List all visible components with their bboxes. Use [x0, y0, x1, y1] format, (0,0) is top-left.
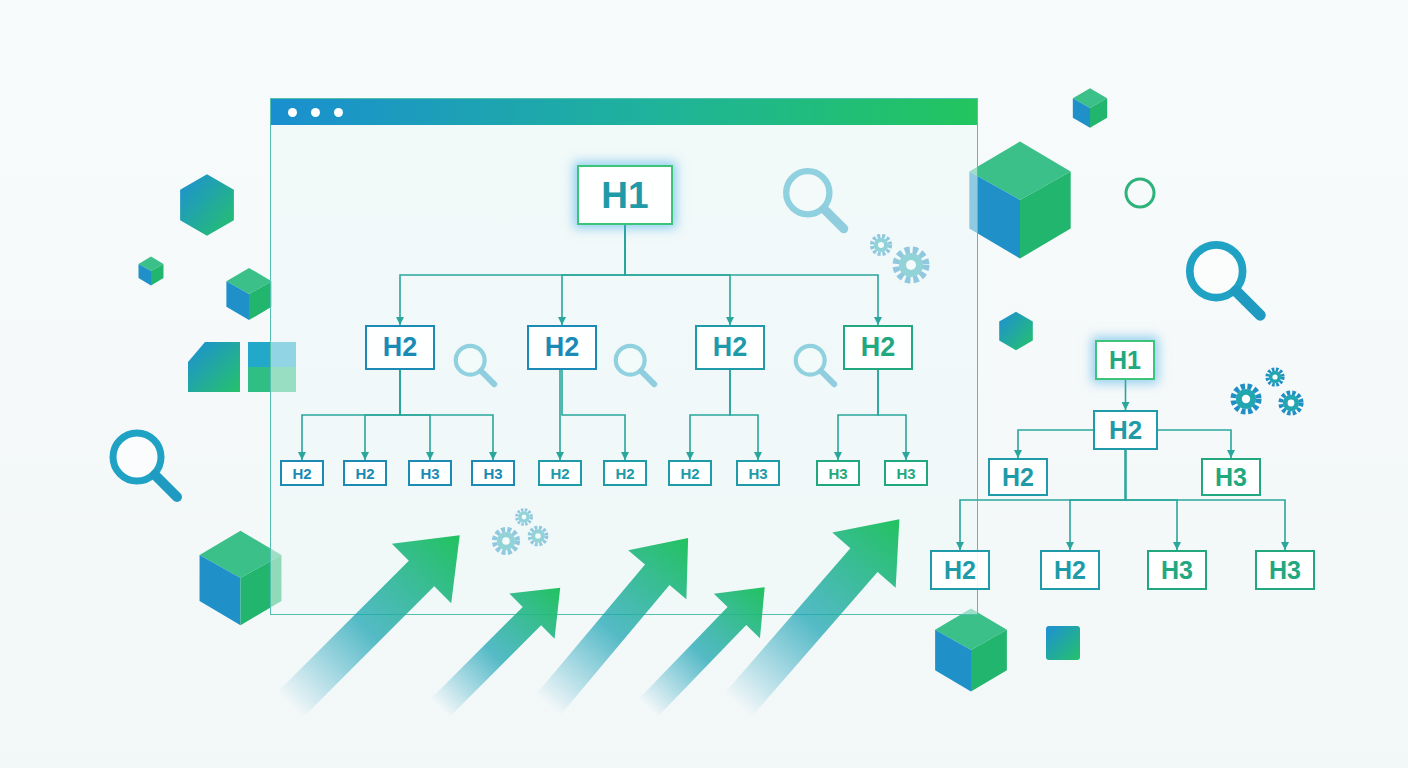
tree-connector [1018, 430, 1093, 458]
heading-label: H1 [601, 177, 648, 214]
growth-arrow [706, 492, 931, 733]
heading-label: H2 [292, 466, 311, 481]
tree-connector [1125, 380, 1127, 410]
heading-label: H3 [420, 466, 439, 481]
tree-connector [302, 370, 400, 460]
heading-label: H3 [1215, 465, 1247, 490]
ring-shape [1126, 179, 1154, 207]
heading-label: H3 [1161, 558, 1193, 583]
browser-title-bar [271, 99, 977, 125]
tree-connector [838, 370, 878, 460]
heading-label: H2 [1054, 558, 1086, 583]
heading-label: H3 [896, 466, 915, 481]
gear-icon [1281, 393, 1301, 413]
tree-connector [559, 370, 561, 460]
tree-connector [365, 370, 400, 460]
tree-connector [730, 370, 758, 460]
heading-box: H3 [471, 460, 515, 486]
heading-box: H2 [695, 325, 765, 370]
hexagon-shape [999, 312, 1033, 350]
heading-label: H2 [355, 466, 374, 481]
heading-box: H2 [1040, 550, 1100, 590]
heading-box: H2 [280, 460, 324, 486]
square-shape [1046, 626, 1080, 660]
window-dot [334, 108, 343, 117]
cube-shape [139, 257, 164, 286]
tree-connector [625, 225, 878, 325]
heading-box: H3 [408, 460, 452, 486]
tree-connector [960, 450, 1126, 550]
magnifier-icon [1190, 245, 1260, 315]
cube-shape [935, 609, 1007, 692]
tree-connector [1070, 450, 1126, 550]
heading-box: H3 [884, 460, 928, 486]
cube-shape [1073, 88, 1107, 128]
window-dot [311, 108, 320, 117]
tree-connector [400, 225, 625, 325]
heading-label: H2 [944, 558, 976, 583]
tree-connector [400, 370, 493, 460]
heading-box: H1 [577, 165, 673, 225]
heading-box: H2 [930, 550, 990, 590]
magnifier-icon [113, 433, 177, 497]
heading-label: H2 [680, 466, 699, 481]
heading-label: H2 [1109, 417, 1142, 443]
tree-connector [690, 370, 730, 460]
heading-box: H3 [1255, 550, 1315, 590]
heading-box: H1 [1095, 340, 1155, 380]
heading-box: H2 [603, 460, 647, 486]
heading-label: H3 [1269, 558, 1301, 583]
gear-icon [1233, 386, 1258, 411]
heading-box: H3 [736, 460, 780, 486]
growth-arrow [417, 565, 582, 730]
block-shape [188, 342, 240, 392]
heading-label: H2 [550, 466, 569, 481]
growth-arrow [260, 506, 489, 735]
gear-icon [1267, 369, 1283, 385]
heading-box: H3 [1147, 550, 1207, 590]
tree-connector [1158, 430, 1231, 458]
heading-box: H2 [668, 460, 712, 486]
tree-connector [878, 370, 906, 460]
heading-label: H2 [713, 334, 748, 361]
heading-box: H3 [816, 460, 860, 486]
cube-shape [969, 142, 1070, 259]
hexagon-shape [180, 174, 234, 235]
heading-box: H3 [1201, 458, 1261, 496]
heading-label: H2 [383, 334, 418, 361]
heading-label: H2 [861, 334, 896, 361]
heading-box: H2 [988, 458, 1048, 496]
growth-arrow [519, 514, 717, 730]
heading-box: H2 [365, 325, 435, 370]
tree-connector [562, 370, 625, 460]
heading-box: H2 [843, 325, 913, 370]
heading-label: H2 [545, 334, 580, 361]
heading-label: H3 [483, 466, 502, 481]
heading-box: H2 [343, 460, 387, 486]
tree-connector [562, 225, 625, 325]
heading-box: H2 [1093, 410, 1158, 450]
tree-connector [1126, 450, 1286, 550]
cube-shape [226, 268, 271, 320]
heading-label: H3 [828, 466, 847, 481]
heading-label: H1 [1109, 348, 1141, 373]
heading-box: H2 [538, 460, 582, 486]
heading-box: H2 [527, 325, 597, 370]
growth-arrow [625, 565, 788, 730]
window-dot [288, 108, 297, 117]
heading-label: H3 [748, 466, 767, 481]
heading-label: H2 [1002, 465, 1034, 490]
heading-label: H2 [615, 466, 634, 481]
